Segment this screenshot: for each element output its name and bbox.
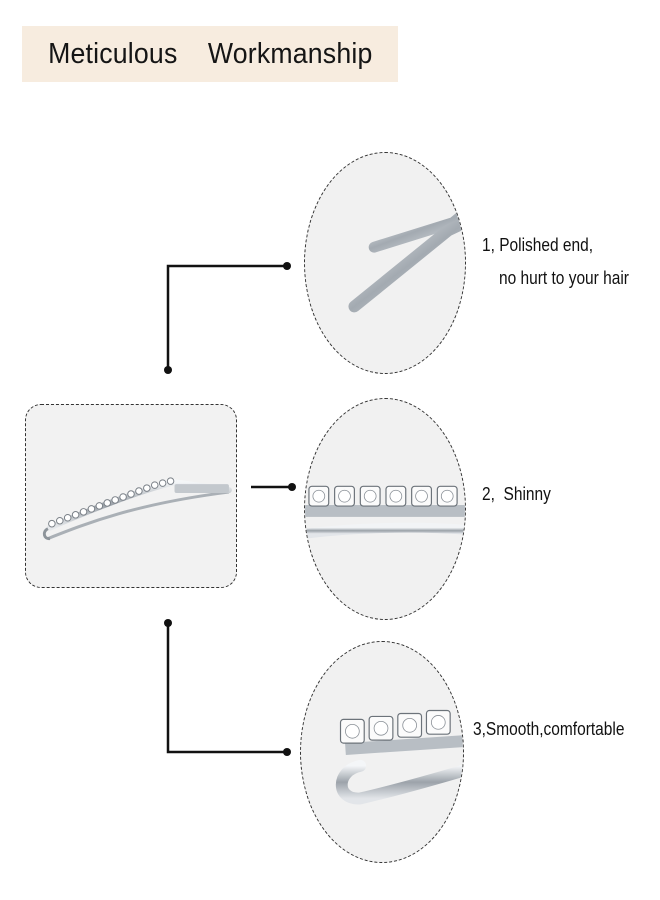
connector-bottom [166,623,287,754]
feature-1-line-2: no hurt to your hair [499,268,629,288]
connector-dot [164,366,172,374]
title-banner: Meticulous Workmanship [22,26,398,82]
feature-1-line-1: 1, Polished end, [482,235,594,255]
detail-smooth-bend [300,641,464,863]
feature-3-label: 3,Smooth,comfortable [473,719,625,739]
feature-2-label: 2, Shinny [482,484,551,504]
connector-dot [283,748,291,756]
bobby-pin-icon [42,477,232,541]
pin-polished-end-icon [348,195,465,313]
connector-top [166,264,287,370]
connector-dot [164,619,172,627]
product-panel [25,404,237,588]
detail-polished-end [304,152,466,374]
connector-dot [283,262,291,270]
detail-rhinestones [304,398,466,620]
page-title: Meticulous Workmanship [47,37,373,70]
rhinestone-row-icon [305,485,465,539]
connector-dot [288,483,296,491]
rhinestone-bend-icon [336,709,463,805]
